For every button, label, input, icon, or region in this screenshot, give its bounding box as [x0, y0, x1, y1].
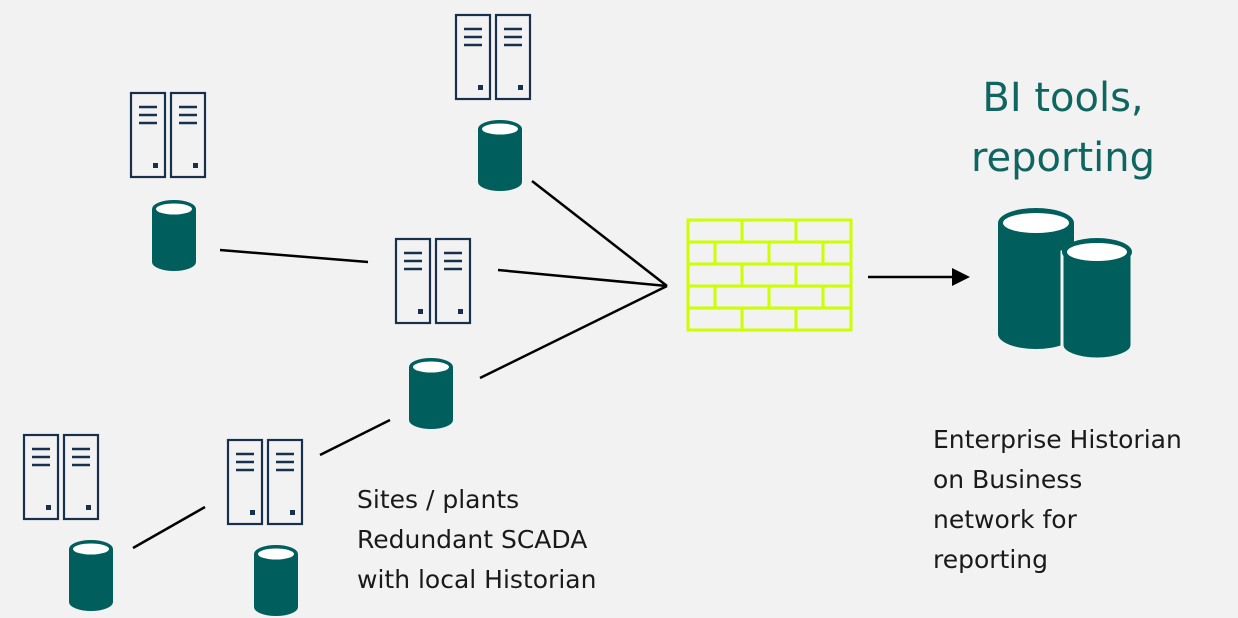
enterprise-label: Enterprise Historian on Business network… — [933, 420, 1182, 580]
server-rack-icon — [22, 433, 100, 521]
connector-lines — [132, 180, 668, 550]
database-icon — [69, 540, 113, 611]
bi-label-line1: BI tools, — [982, 75, 1144, 121]
link-top-to-firewall — [531, 180, 668, 287]
database-icon — [478, 120, 522, 191]
bi-label-line2: reporting — [970, 135, 1156, 181]
firewall-icon — [686, 218, 853, 332]
sites-label-line3: with local Historian — [357, 565, 597, 594]
sites-label-line2: Redundant SCADA — [357, 525, 588, 554]
link-bottom-left-to-bottom-center — [132, 505, 206, 550]
link-center-to-firewall — [497, 268, 668, 288]
bi-tools-label: BI tools, reporting — [938, 68, 1188, 188]
sites-label-line1: Sites / plants — [357, 485, 520, 514]
sites-label: Sites / plants Redundant SCADA with loca… — [357, 480, 596, 600]
server-rack-icon — [394, 237, 472, 325]
enterprise-label-line3: network for — [933, 505, 1077, 534]
database-icon — [254, 545, 298, 616]
server-rack-icon — [226, 438, 304, 526]
link-lower-to-firewall — [479, 284, 668, 380]
enterprise-label-line4: reporting — [933, 545, 1049, 574]
enterprise-label-line1: Enterprise Historian — [933, 425, 1182, 454]
link-bottom-center-to-lower — [319, 418, 391, 457]
database-icon — [409, 358, 453, 429]
server-rack-icon — [454, 13, 532, 101]
server-rack-icon — [129, 91, 207, 179]
link-site-left-to-center — [219, 248, 369, 264]
arrow-icon — [868, 268, 970, 286]
enterprise-database-icon — [998, 208, 1134, 361]
enterprise-label-line2: on Business — [933, 465, 1083, 494]
database-icon — [152, 200, 196, 271]
